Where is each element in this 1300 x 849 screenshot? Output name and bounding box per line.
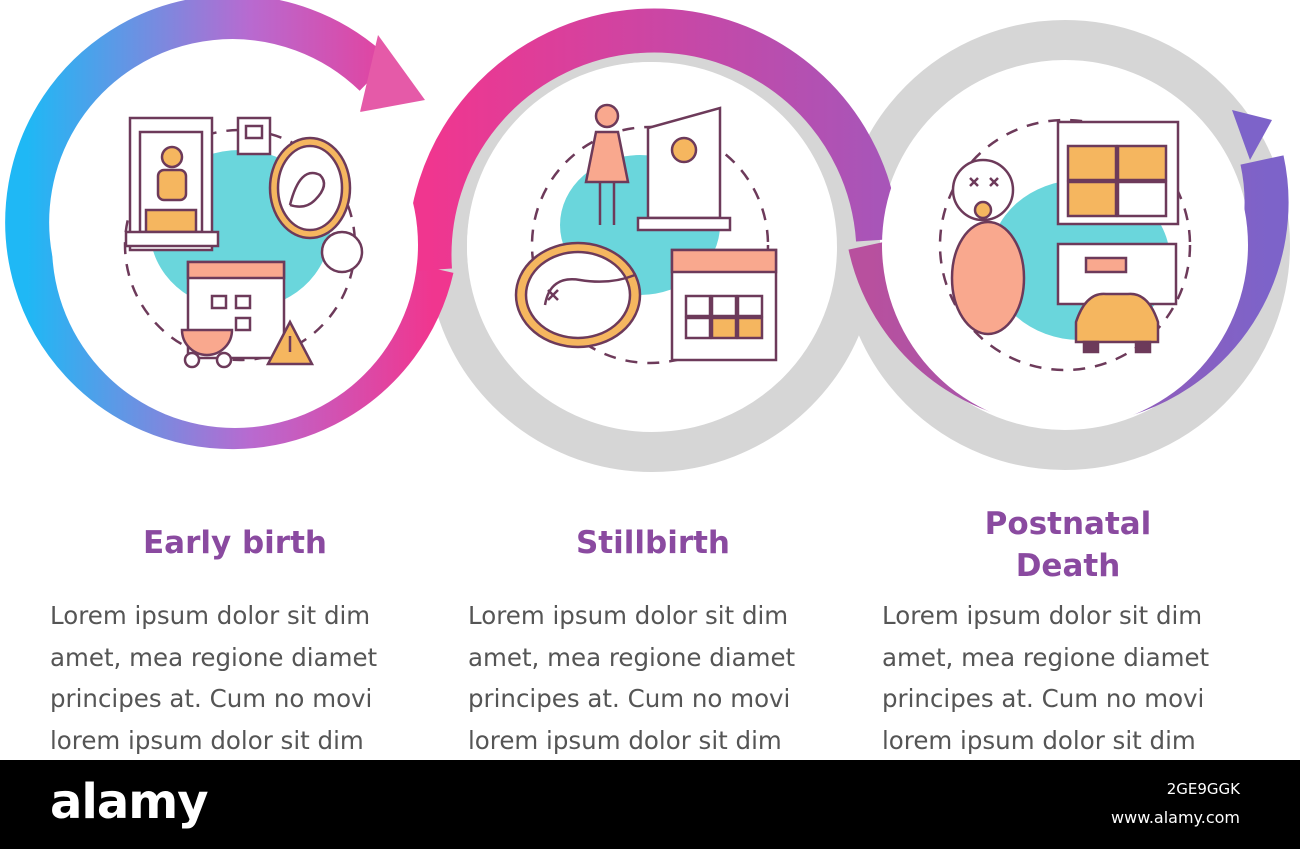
gravestone-icon <box>636 106 732 232</box>
woman-icon <box>584 103 630 225</box>
calendar-icon <box>670 248 778 362</box>
ring-step-2 <box>407 8 900 272</box>
stroller-icon <box>180 328 234 369</box>
process-diagram <box>5 0 1290 472</box>
calendar-icon <box>1056 120 1180 226</box>
step-1-text: Lorem ipsum dolor sit dim amet, mea regi… <box>50 601 378 755</box>
watermark-footer: alamy 2GE9GGK www.alamy.com <box>0 760 1300 849</box>
arrow-head-1 <box>360 35 425 112</box>
early-birth-illustration <box>123 116 364 369</box>
incubator-icon <box>124 116 220 252</box>
gauge-icon <box>320 230 364 274</box>
ring-step-1 <box>5 0 454 450</box>
baby-icon <box>950 158 1026 336</box>
step-2-text: Lorem ipsum dolor sit dim amet, mea regi… <box>468 601 796 755</box>
hearse-icon <box>1056 242 1178 354</box>
alamy-logo: alamy <box>50 774 209 830</box>
calendar-icon <box>186 260 286 360</box>
monitor-icon <box>236 116 272 156</box>
step-3-text: Lorem ipsum dolor sit dim amet, mea regi… <box>882 601 1210 755</box>
step-3-title: Postnatal Death <box>984 506 1152 584</box>
step-2-title: Stillbirth <box>575 525 731 561</box>
postnatal-death-illustration <box>938 118 1192 372</box>
pregnancy-ultrasound-icon <box>268 136 352 240</box>
image-id: 2GE9GGK <box>1166 780 1240 798</box>
website-link: www.alamy.com <box>1111 808 1240 827</box>
warning-icon <box>265 319 315 366</box>
stillbirth-illustration <box>514 103 778 365</box>
fetus-ultrasound-icon <box>514 241 642 349</box>
step-1-title: Early birth <box>142 525 327 561</box>
arrow-head-3 <box>1232 110 1272 160</box>
